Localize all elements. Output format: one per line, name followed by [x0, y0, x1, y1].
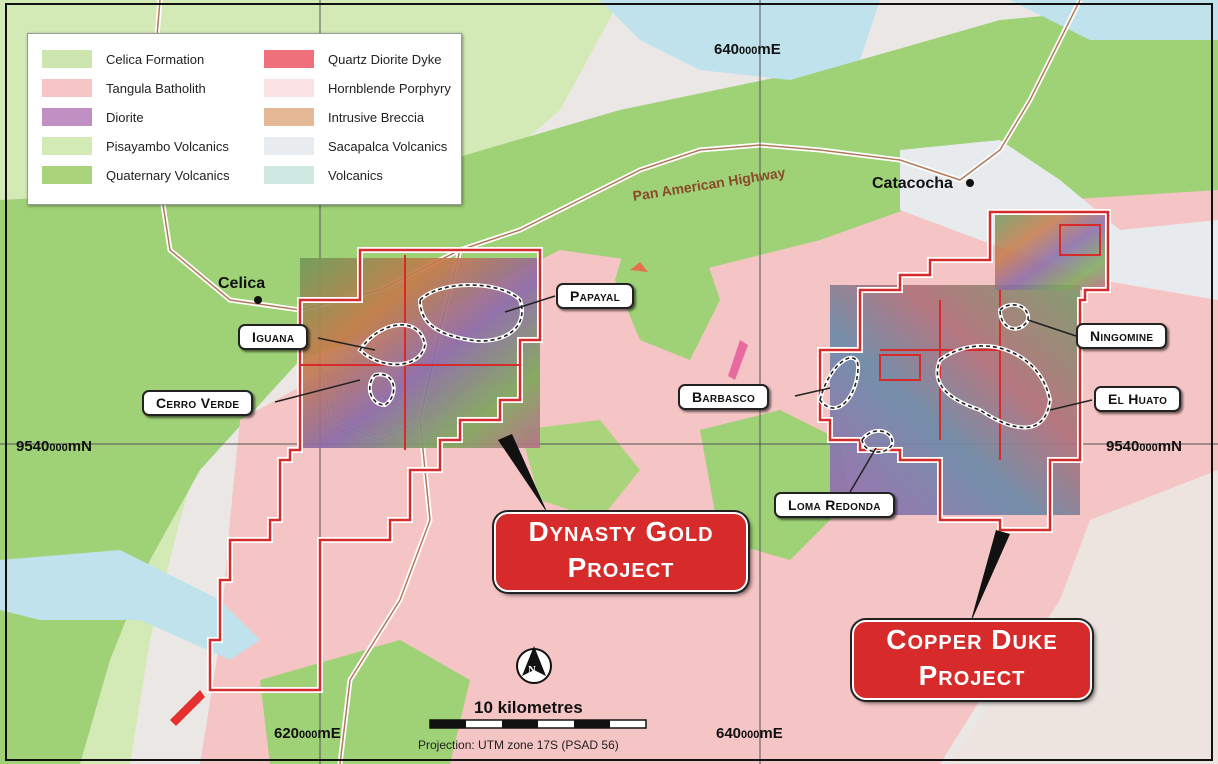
project-title-line: Project [567, 552, 675, 583]
prospect-label-el-huato: El Huato [1094, 386, 1182, 412]
legend-item: Hornblende Porphyry [264, 77, 451, 99]
legend-item: Diorite [42, 106, 144, 128]
legend-item: Intrusive Breccia [264, 106, 424, 128]
projection-label: Projection: UTM zone 17S (PSAD 56) [418, 738, 619, 752]
legend-item: Pisayambo Volcanics [42, 135, 229, 157]
grid-coord-bottom-easting-620: 620000mE [274, 725, 341, 742]
project-title-line: Copper Duke [886, 624, 1058, 655]
legend-item: Volcanics [264, 164, 383, 186]
project-title-line: Project [918, 660, 1026, 691]
legend-label: Quartz Diorite Dyke [328, 51, 442, 67]
north-arrow-letter: N [528, 664, 536, 676]
legend-item: Quartz Diorite Dyke [264, 48, 441, 70]
legend: Celica Formation Tangula Batholith Diori… [27, 33, 462, 205]
legend-label: Hornblende Porphyry [328, 80, 451, 96]
legend-item: Tangula Batholith [42, 77, 206, 99]
legend-swatch [42, 137, 92, 155]
grid-coord-bottom-easting-640: 640000mE [716, 725, 783, 742]
legend-item: Sacapalca Volcanics [264, 135, 447, 157]
scale-bar [429, 719, 647, 729]
project-title-line: Dynasty Gold [528, 516, 714, 547]
town-label-catacocha: Catacocha [872, 175, 953, 192]
prospect-label-cerro-verde: Cerro Verde [142, 390, 254, 416]
legend-swatch [42, 166, 92, 184]
scale-label: 10 kilometres [474, 698, 583, 717]
legend-swatch [264, 50, 314, 68]
grid-coord-right-northing: 9540000mN [1106, 438, 1182, 455]
legend-swatch [264, 79, 314, 97]
prospect-label-papayal: Papayal [556, 283, 634, 309]
legend-label: Pisayambo Volcanics [106, 138, 229, 154]
legend-swatch [264, 137, 314, 155]
water-body [0, 550, 260, 660]
legend-swatch [42, 108, 92, 126]
north-arrow-icon [516, 646, 552, 684]
legend-label: Intrusive Breccia [328, 109, 425, 125]
water-body [600, 0, 880, 80]
legend-label: Celica Formation [106, 51, 205, 67]
prospect-label-barbasco: Barbasco [678, 384, 770, 410]
dynasty-claim-boundary [208, 248, 542, 692]
copper-duke-project-banner: Copper Duke Project [852, 620, 1092, 700]
legend-label: Diorite [106, 109, 144, 125]
legend-swatch [264, 108, 314, 126]
celica-town-dot [254, 296, 262, 304]
prospect-label-loma-redonda: Loma Redonda [774, 492, 895, 518]
grid-coord-left-northing: 9540000mN [16, 438, 92, 455]
dynasty-gold-project-banner: Dynasty Gold Project [494, 512, 748, 592]
legend-label: Volcanics [328, 167, 383, 183]
legend-swatch [42, 50, 92, 68]
legend-item: Quaternary Volcanics [42, 164, 230, 186]
prospect-label-iguana: Iguana [238, 324, 309, 350]
legend-label: Tangula Batholith [106, 80, 206, 96]
legend-item: Celica Formation [42, 48, 204, 70]
catacocha-town-dot [966, 179, 974, 187]
legend-label: Quaternary Volcanics [106, 167, 230, 183]
legend-label: Sacapalca Volcanics [328, 138, 448, 154]
town-label-celica: Celica [218, 275, 266, 292]
prospect-label-ningomine: Ningomine [1076, 323, 1168, 349]
grid-coord-top-easting: 640000mE [714, 41, 781, 58]
legend-swatch [264, 166, 314, 184]
copper-duke-claim-boundary [818, 210, 1110, 532]
legend-swatch [42, 79, 92, 97]
